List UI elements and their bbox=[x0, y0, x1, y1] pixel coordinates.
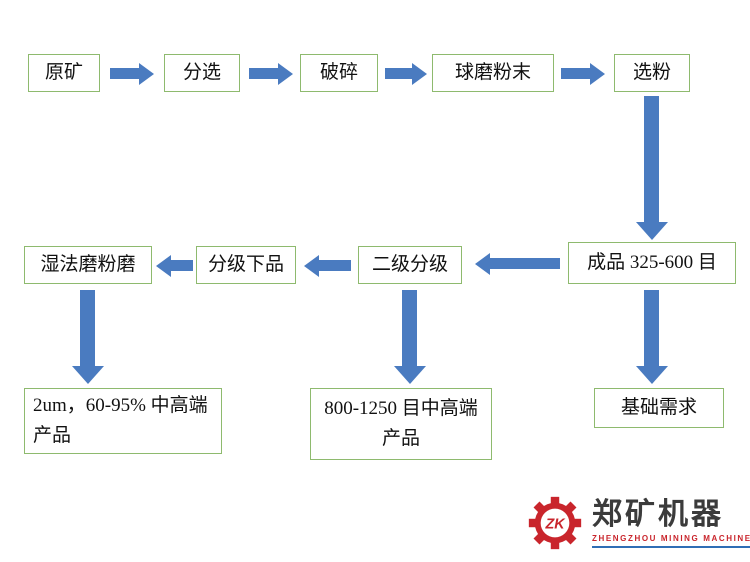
flow-box-basic-demand: 基础需求 bbox=[594, 388, 724, 428]
flow-box-2um-high-end-product: 2um，60-95% 中高端产品 bbox=[24, 388, 222, 454]
down-arrow-icon bbox=[644, 290, 659, 366]
left-arrow-icon bbox=[156, 254, 193, 277]
down-arrow-icon bbox=[644, 96, 659, 222]
flow-box-crushing: 破碎 bbox=[300, 54, 378, 92]
down-arrow-icon bbox=[402, 290, 417, 366]
logo-underline bbox=[592, 546, 750, 548]
flow-box-sorting: 分选 bbox=[164, 54, 240, 92]
flow-box-finished-product-325-600-mesh: 成品 325-600 目 bbox=[568, 242, 736, 284]
flow-box-raw-ore: 原矿 bbox=[28, 54, 100, 92]
flow-box-classified-lower-grade: 分级下品 bbox=[196, 246, 296, 284]
company-subtitle: ZHENGZHOU MINING MACHINERY bbox=[592, 534, 750, 543]
right-arrow-icon bbox=[110, 62, 154, 85]
flow-box-powder-selection: 选粉 bbox=[614, 54, 690, 92]
logo-monogram: ZK bbox=[544, 516, 566, 532]
gear-logo-icon: ZK bbox=[528, 496, 582, 550]
flow-box-800-1250-mesh-product: 800-1250 目中高端产品 bbox=[310, 388, 492, 460]
company-logo: ZK 郑矿机器 ZHENGZHOU MINING MACHINERY bbox=[528, 496, 750, 550]
right-arrow-icon bbox=[385, 62, 427, 85]
company-name: 郑矿机器 bbox=[592, 498, 724, 531]
right-arrow-icon bbox=[249, 62, 293, 85]
flow-box-secondary-classification: 二级分级 bbox=[358, 246, 462, 284]
flow-box-wet-grinding-mill: 湿法磨粉磨 bbox=[24, 246, 152, 284]
right-arrow-icon bbox=[561, 62, 605, 85]
left-arrow-icon bbox=[304, 254, 351, 277]
left-arrow-icon bbox=[475, 252, 560, 275]
flow-box-ball-mill-powder: 球磨粉末 bbox=[432, 54, 554, 92]
logo-text-block: 郑矿机器 ZHENGZHOU MINING MACHINERY bbox=[592, 498, 750, 548]
down-arrow-icon bbox=[80, 290, 95, 366]
